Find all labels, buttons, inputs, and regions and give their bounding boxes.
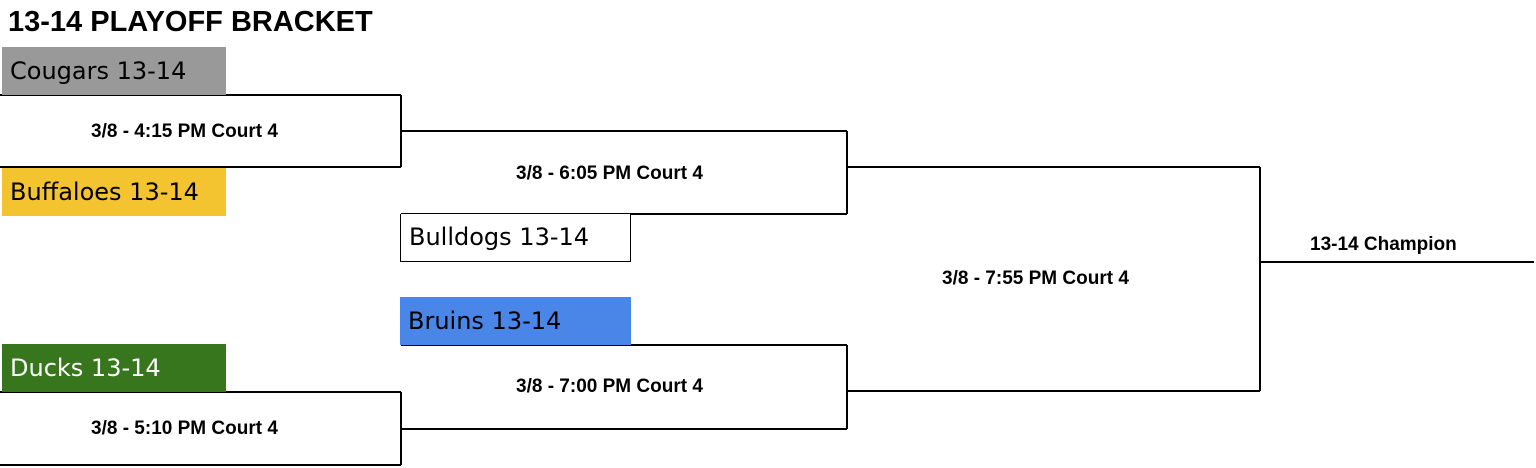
game-label-2: 3/8 - 5:10 PM Court 4 bbox=[91, 418, 278, 439]
team-bruins: Bruins 13-14 bbox=[400, 297, 631, 345]
game-label-3: 3/8 - 6:05 PM Court 4 bbox=[516, 163, 703, 184]
game-label-5: 3/8 - 7:55 PM Court 4 bbox=[942, 268, 1129, 289]
team-cougars: Cougars 13-14 bbox=[2, 47, 226, 95]
game-label-4: 3/8 - 7:00 PM Court 4 bbox=[516, 376, 703, 397]
game-label-1: 3/8 - 4:15 PM Court 4 bbox=[91, 121, 278, 142]
page-title: 13-14 PLAYOFF BRACKET bbox=[8, 6, 373, 38]
champion-label: 13-14 Champion bbox=[1310, 234, 1457, 255]
team-buffaloes: Buffaloes 13-14 bbox=[2, 168, 226, 216]
team-bulldogs: Bulldogs 13-14 bbox=[400, 214, 631, 262]
team-ducks: Ducks 13-14 bbox=[2, 344, 226, 392]
